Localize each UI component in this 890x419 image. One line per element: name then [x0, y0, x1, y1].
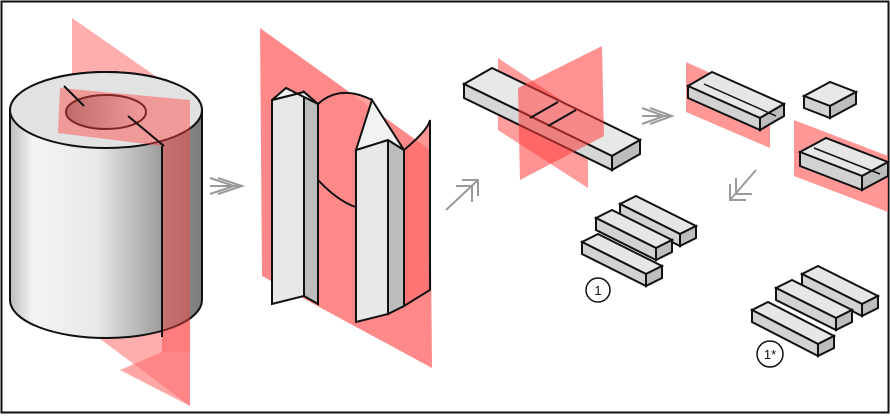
cut-pieces-lower	[794, 120, 890, 212]
cut-pieces-upper	[685, 62, 787, 148]
split-cylinder	[260, 28, 432, 368]
bar	[773, 278, 855, 332]
double-arrow-down-left-icon	[729, 169, 757, 201]
outer-surface	[403, 119, 431, 308]
cutting-plane-bottom	[120, 352, 190, 406]
bar-set-1: 1	[579, 194, 699, 303]
bar-set-1-star: 1*	[749, 264, 881, 368]
cut-line	[63, 85, 85, 107]
slab-left-face	[271, 90, 305, 306]
set-label-badge	[756, 340, 784, 368]
bar	[593, 208, 675, 262]
double-arrow-right-icon	[209, 177, 246, 195]
slab-right-side	[387, 138, 405, 316]
bar	[799, 264, 881, 318]
offcut-block	[801, 80, 859, 120]
cut-line	[127, 115, 165, 147]
bar-end	[611, 138, 641, 172]
cutting-plane-front	[58, 88, 190, 352]
set-label: 1	[594, 283, 601, 298]
slab-left-side	[303, 89, 319, 306]
bar	[579, 232, 665, 288]
cylinder-bore	[65, 94, 147, 130]
hollow-cylinder	[9, 18, 203, 406]
bar	[749, 300, 837, 358]
double-arrow-up-right-icon	[445, 179, 479, 211]
set-label: 1*	[764, 347, 776, 362]
set-label-badge	[585, 277, 611, 303]
cutting-plane-front	[518, 46, 604, 180]
slab-right-face	[355, 138, 389, 324]
bar-with-planes	[461, 46, 643, 188]
double-arrow-right-icon	[641, 107, 675, 125]
